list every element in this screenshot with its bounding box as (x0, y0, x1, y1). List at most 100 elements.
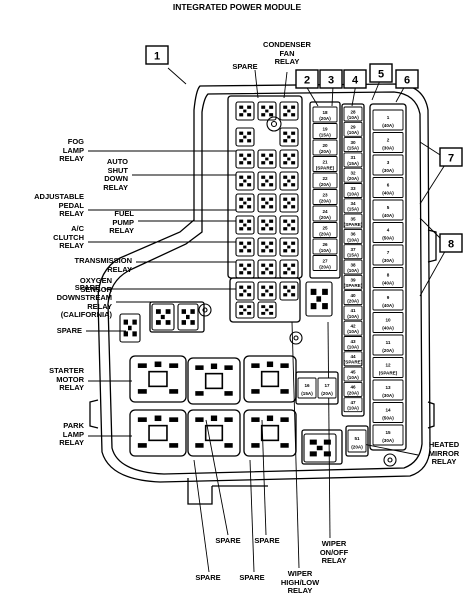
svg-text:(20A): (20A) (319, 215, 331, 220)
svg-text:(30A): (30A) (382, 438, 394, 443)
svg-text:(SPARE): (SPARE) (344, 360, 363, 365)
svg-text:1: 1 (387, 115, 390, 120)
svg-text:(20A): (20A) (347, 390, 359, 395)
mini-fuse: 37(15A) (343, 244, 363, 260)
relay-socket (279, 193, 299, 213)
svg-text:3: 3 (328, 75, 334, 87)
relay-socket (235, 101, 255, 121)
svg-text:(20A): (20A) (382, 348, 394, 353)
svg-text:(40A): (40A) (382, 191, 394, 196)
relay-socket (119, 313, 141, 343)
svg-text:4: 4 (352, 75, 359, 87)
relay-socket (235, 171, 255, 191)
svg-text:29: 29 (350, 125, 356, 130)
callout-5: 5 (369, 63, 393, 83)
svg-text:(10A): (10A) (347, 314, 359, 319)
mini-fuse: 36(10A) (343, 228, 363, 244)
svg-text:(20A): (20A) (319, 231, 331, 236)
cartridge-fuse: 4(50A) (372, 222, 404, 243)
mini-fuse: 28(10A) (343, 106, 363, 122)
svg-text:10: 10 (385, 318, 391, 323)
relay-socket (279, 215, 299, 235)
svg-text:(15A): (15A) (347, 161, 359, 166)
cartridge-fuse: 11 (20A) (372, 334, 404, 356)
svg-text:18: 18 (322, 110, 328, 115)
cartridge-fuse: 1 (40A) (372, 109, 404, 131)
mini-fuse: 32(20A) (343, 167, 363, 183)
svg-text:51: 51 (354, 436, 360, 441)
mini-fuse: 33(10A) (343, 183, 363, 198)
svg-text:2: 2 (304, 75, 310, 87)
mini-fuse: 51(20A) (347, 429, 367, 453)
svg-text:8: 8 (387, 273, 390, 278)
mini-fuse: 17(20A) (317, 377, 337, 399)
relay-socket (279, 171, 299, 191)
svg-text:15: 15 (385, 430, 391, 435)
svg-text:(10A): (10A) (347, 329, 359, 334)
svg-text:(30A): (30A) (382, 168, 394, 173)
callout-3: 3 (319, 69, 343, 89)
mini-fuse: 19(15A) (312, 123, 338, 139)
svg-text:11: 11 (386, 340, 391, 345)
relay-socket (279, 149, 299, 169)
svg-text:5: 5 (387, 205, 390, 210)
svg-text:22: 22 (322, 176, 328, 181)
mini-fuse: 34(15A) (343, 198, 363, 214)
svg-text:(30A): (30A) (382, 258, 394, 263)
relay-socket (235, 149, 255, 169)
relay-socket (257, 171, 277, 191)
svg-text:(50A): (50A) (382, 236, 394, 241)
callout-2: 2 (295, 69, 319, 89)
relay-socket (257, 149, 277, 169)
label-spare-left: SPARE (56, 326, 82, 335)
svg-text:37: 37 (350, 247, 356, 252)
relay-socket (257, 215, 277, 235)
relay-socket (235, 237, 255, 257)
svg-text:(10A): (10A) (347, 406, 359, 411)
callout-7: 7 (439, 147, 463, 167)
relay-socket (303, 433, 337, 463)
svg-text:7: 7 (448, 153, 454, 165)
mini-fuse: 45(10A) (343, 366, 363, 382)
svg-text:3: 3 (387, 160, 390, 165)
mini-fuse: 22(20A) (312, 172, 338, 189)
svg-text:(10A): (10A) (347, 191, 359, 196)
svg-text:(15A): (15A) (347, 207, 359, 212)
svg-text:(15A): (15A) (319, 132, 331, 137)
svg-text:(15A): (15A) (347, 253, 359, 258)
mini-fuse: 47(10A) (343, 397, 363, 413)
relay-socket-large (243, 355, 297, 403)
svg-text:(20A): (20A) (319, 182, 331, 187)
svg-text:19: 19 (322, 126, 328, 131)
svg-text:(15A): (15A) (301, 391, 313, 396)
relay-socket (305, 281, 333, 317)
svg-text:36: 36 (350, 232, 356, 237)
relay-socket (257, 259, 277, 279)
svg-text:6: 6 (387, 183, 390, 188)
callout-1: 1 (145, 45, 169, 65)
cartridge-fuse: 9(40A) (372, 289, 404, 311)
svg-text:(30A): (30A) (382, 146, 394, 151)
mini-fuse: 26(10A) (312, 238, 338, 255)
svg-text:7: 7 (387, 250, 390, 255)
svg-text:39: 39 (350, 278, 356, 283)
label-spare-b1: SPARE (215, 536, 241, 545)
svg-text:(10A): (10A) (347, 344, 359, 349)
svg-text:(20A): (20A) (347, 299, 359, 304)
svg-text:2: 2 (387, 138, 390, 143)
mini-fuse: 23(20A) (312, 189, 338, 205)
svg-text:(40A): (40A) (382, 123, 394, 128)
svg-text:34: 34 (350, 201, 356, 206)
svg-text:(10A): (10A) (347, 237, 359, 242)
svg-text:(20A): (20A) (319, 116, 331, 121)
label-spare-b3: SPARE (195, 573, 221, 582)
svg-text:5: 5 (378, 69, 384, 81)
cartridge-fuse: 15 (30A) (372, 424, 404, 446)
